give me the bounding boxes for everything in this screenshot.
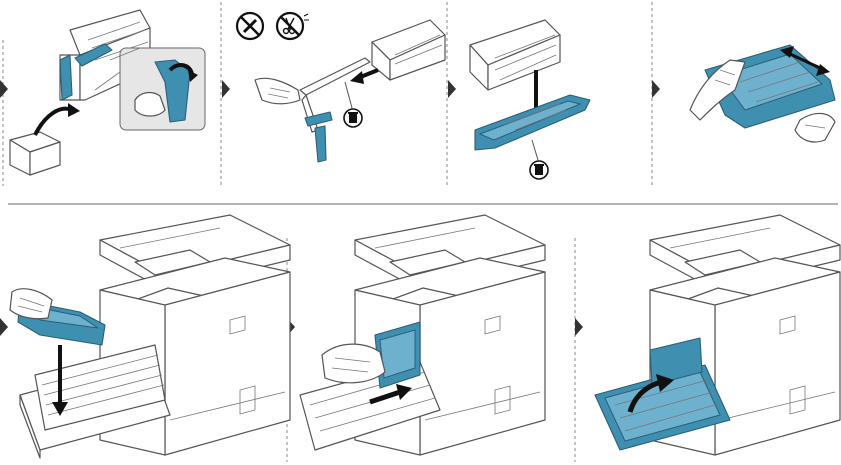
step-arrow-icon: [0, 318, 8, 336]
no-knife-icon: [235, 11, 265, 41]
step-1-unpack-box: [9, 9, 206, 176]
step-arrow-icon: [222, 80, 230, 98]
step-2-remove-packing: [235, 11, 446, 163]
step-7-close-door: [594, 214, 841, 456]
step-arrow-icon: [575, 318, 583, 336]
step-6-push-cartridge: [299, 214, 546, 456]
trash-bin-icon: [343, 81, 363, 128]
step-3-remove-tray: [469, 19, 591, 180]
trash-bin-icon: [529, 139, 549, 180]
step-arrow-icon: [448, 80, 456, 98]
step-5-insert-cartridge: [9, 214, 291, 459]
step-arrow-icon: [0, 80, 8, 98]
step-arrow-icon: [652, 80, 660, 98]
no-scissors-icon: [275, 11, 309, 41]
step-4-shake-cartridge: [689, 44, 836, 143]
